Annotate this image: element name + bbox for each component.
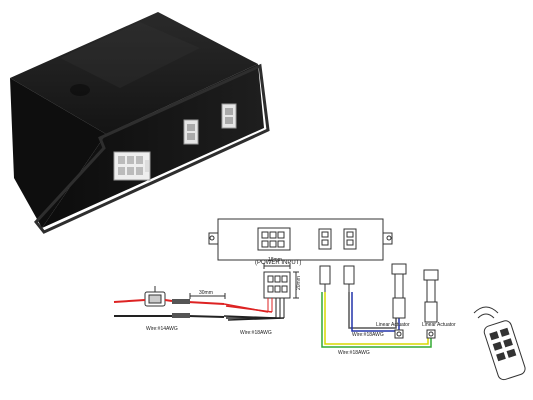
diagram-control-box xyxy=(208,218,393,261)
wire-actuator-2-label: Wire:#18AWG xyxy=(338,350,370,356)
main-power-wires xyxy=(113,299,173,317)
actuator-plug-1 xyxy=(319,265,331,292)
diagram-socket-1 xyxy=(318,228,332,250)
power-input-label: (POWER INPUT) xyxy=(255,260,301,266)
wiring-diagram xyxy=(113,218,526,381)
linear-actuator-1 xyxy=(391,263,407,339)
box-front-face xyxy=(42,64,264,228)
signal-waves-icon xyxy=(473,306,499,319)
box-left-side xyxy=(10,78,106,228)
remote-control xyxy=(483,320,526,381)
linear-actuator-2 xyxy=(423,269,439,339)
wire-green xyxy=(321,292,432,348)
fuse-holder xyxy=(144,286,166,307)
box-actuator-connector-1 xyxy=(183,119,199,145)
dim-fuse-length-label: 30mm xyxy=(199,290,213,296)
harness-wires xyxy=(172,293,285,321)
wire-actuator-1-label: Wire:#18AWG xyxy=(352,332,384,338)
diagram-socket-2 xyxy=(343,228,357,250)
diagram-power-plug xyxy=(263,263,299,299)
dim-height-label: 20mm xyxy=(296,276,302,290)
control-box-photo xyxy=(10,12,270,234)
diagram-power-connector xyxy=(257,227,291,251)
wire-main-label: Wire:#14AWG xyxy=(146,326,178,332)
actuator-2-label: Linear Actuator xyxy=(422,322,456,328)
box-power-connector xyxy=(113,151,151,181)
dim-width-label: 18mm xyxy=(268,257,282,263)
actuator-1-label: Linear Actuator xyxy=(376,322,410,328)
wire-actuator-1b xyxy=(351,292,400,332)
box-actuator-connector-2 xyxy=(221,103,237,129)
box-top-face xyxy=(10,12,258,134)
wire-harness-label: Wire:#18AWG xyxy=(240,330,272,336)
wire-actuator-1 xyxy=(348,292,397,329)
actuator-plug-2 xyxy=(343,265,355,292)
